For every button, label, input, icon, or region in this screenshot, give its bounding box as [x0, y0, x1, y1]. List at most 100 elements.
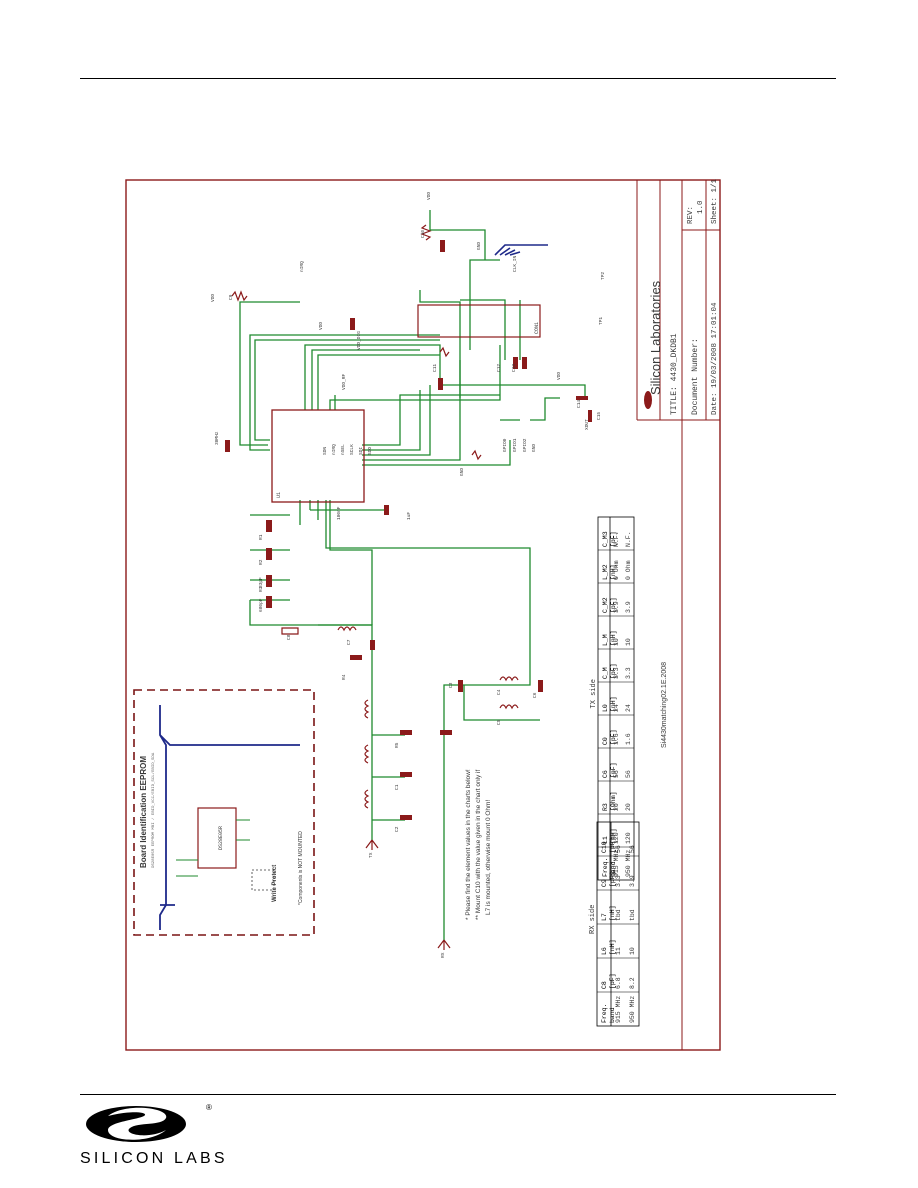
- component-label: C12: [496, 364, 502, 372]
- txtable-border: [597, 516, 635, 881]
- net-label: 30MHz: [214, 431, 220, 445]
- txtable-header-cell: C6[pF]: [602, 762, 617, 778]
- note-line-3: L7 is mounted, otherwise mount 0 Ohm!: [485, 800, 492, 915]
- component-label: R4: [341, 674, 347, 680]
- rx-table: RX sideFreq.bandC8[pF]L6[nH]L7[nH]C9[pF]…: [589, 821, 640, 1027]
- component-label: C3: [448, 682, 454, 688]
- txtable-cell: 950 MHz: [625, 850, 632, 877]
- schematic-frame: [125, 179, 721, 1051]
- component-label: C13: [511, 364, 517, 372]
- net-label: VDD: [210, 294, 216, 302]
- net-label: GND: [459, 468, 465, 476]
- component-label: C10: [420, 230, 426, 238]
- connector-label: CON1: [534, 322, 540, 334]
- txtable-cell: 56: [613, 770, 620, 778]
- net-label: 1uF: [406, 512, 412, 520]
- net-label: RX: [440, 952, 446, 958]
- txtable-cell: 915 MHz: [613, 850, 620, 877]
- txtable-cell: 56: [625, 770, 632, 778]
- bus-wire: [494, 244, 548, 256]
- txtable-cell: 120: [613, 832, 620, 844]
- component-label: C7: [346, 639, 352, 645]
- main-ic-label: U1: [276, 492, 282, 498]
- component-label: C15: [596, 412, 602, 420]
- title-text: TITLE: 4430_DKDB1: [670, 333, 679, 415]
- registered-mark: ®: [206, 1103, 212, 1112]
- net-label: VDD: [426, 192, 432, 200]
- txtable-cell: 24: [625, 704, 632, 712]
- eeprom-note: *Components is NOT MOUNTED: [298, 831, 304, 905]
- rev-value: 1.0: [697, 200, 705, 214]
- eeprom-chip-label: DS28E05R: [218, 826, 224, 850]
- rxtable-cell: 3.9: [629, 875, 636, 887]
- net-label: GPIO0: [502, 438, 508, 452]
- txtable-cell: 3.3: [613, 667, 620, 679]
- rxtable-cell: 56: [629, 845, 636, 853]
- rxtable-cell: 3.3: [615, 875, 622, 887]
- rxtable-cell: 10: [629, 947, 636, 955]
- net-label: TP2: [600, 272, 606, 280]
- txtable-cell: 0 Ohm: [613, 560, 620, 580]
- rxtable-cell: 11: [615, 947, 622, 955]
- rx-table-caption: RX side: [589, 905, 597, 934]
- eeprom-block: Board Identification EEPROM Write Protec…: [133, 689, 315, 936]
- net-label: VDD: [318, 322, 324, 330]
- txtable-cell: N.F.: [613, 531, 620, 547]
- component-label: R2: [258, 559, 264, 565]
- note-line-2: ** Mount C10 with the value given in the…: [475, 769, 482, 920]
- net-label: VDD_RF: [341, 373, 347, 390]
- txtable-header-cell: L1[nH]: [602, 828, 617, 844]
- rf-wiring: [239, 210, 586, 940]
- silicon-labs-logo: [78, 1100, 218, 1172]
- component-label: C8: [286, 634, 292, 640]
- rxtable-cell: tbd: [629, 909, 636, 921]
- title-logo-icon: [644, 391, 652, 409]
- inductor-symbols: [231, 224, 519, 809]
- header-rule: [80, 78, 836, 79]
- net-label: 100nF: [336, 506, 342, 520]
- date-text: Date: 19/03/2008 17:01:04: [711, 302, 719, 415]
- note-line-1: * Please find the element values in the …: [465, 769, 472, 920]
- net-label: XOUT: [584, 419, 590, 430]
- eeprom-title: Board Identification EEPROM: [139, 756, 148, 868]
- txtable-header-cell: L_M2[nH]: [602, 564, 617, 580]
- txtable-cell: 10: [613, 638, 620, 646]
- rxtable-header-cell: C9[pF]: [601, 871, 616, 887]
- component-label: C2: [394, 826, 400, 832]
- txtable-header-cell: C_M2[pF]: [602, 597, 617, 613]
- txtable-cell: 24: [613, 704, 620, 712]
- net-label: CLK_IN: [512, 255, 518, 272]
- txtable-cell: 3.9: [625, 601, 632, 613]
- footer-rule: [80, 1094, 836, 1095]
- component-label: R5: [394, 742, 400, 748]
- txtable-cell: 1.6: [613, 733, 620, 745]
- txtable-cell: 0 Ohm: [625, 560, 632, 580]
- rxtable-header-cell: L7[nH]: [601, 905, 616, 921]
- net-label: nSEL: [340, 444, 346, 455]
- component-label: C1: [394, 784, 400, 790]
- rev-label: REV:: [687, 206, 695, 224]
- rxtable-header-cell: Freq.band: [601, 1003, 616, 1023]
- component-label: C11: [432, 364, 438, 372]
- txtable-header-cell: Freq.band: [602, 857, 617, 877]
- txtable-cell: 3.9: [613, 601, 620, 613]
- rxtable-cell: 56: [615, 845, 622, 853]
- logo-swoosh-icon: [86, 1106, 186, 1142]
- rxtable-cell: 8.2: [629, 977, 636, 989]
- net-label: TX: [368, 852, 374, 858]
- rxtable-cell: tbd: [615, 909, 622, 921]
- net-label: TP1: [598, 317, 604, 325]
- net-label: VDD: [556, 372, 562, 380]
- eeprom-write-protect: Write Protect: [272, 865, 278, 902]
- component-label: C9: [228, 294, 234, 300]
- txtable-cell: 20: [625, 803, 632, 811]
- net-label: SDN: [322, 447, 328, 455]
- net-label: nIRQ: [299, 261, 305, 272]
- txtable-cell: 10: [625, 638, 632, 646]
- rxtable-header-cell: C8[pF]: [601, 973, 616, 989]
- txtable-header-cell: C_M3[pF]: [602, 531, 617, 547]
- tx-table-caption: TX side: [590, 679, 598, 708]
- component-label: C14: [576, 400, 582, 408]
